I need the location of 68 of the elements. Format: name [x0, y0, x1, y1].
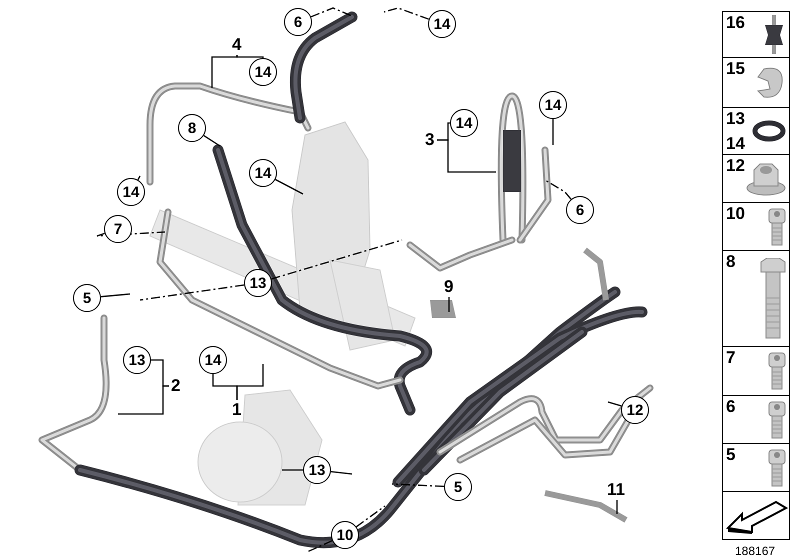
part-number: 7 — [726, 349, 736, 366]
callout-number: 14 — [539, 91, 567, 119]
part-number: 1 — [232, 401, 242, 418]
part-cell — [722, 443, 790, 492]
callout-number: 6 — [566, 196, 594, 224]
leader-line — [306, 540, 332, 553]
leader-line — [356, 505, 386, 528]
part-number: 12 — [726, 157, 745, 174]
leader-line — [236, 364, 264, 400]
part-number: 9 — [444, 278, 454, 295]
part-number: 3 — [425, 131, 434, 148]
callout-number: 13 — [303, 456, 331, 484]
leader-line — [282, 469, 303, 471]
leader-line — [203, 135, 220, 147]
leader-line — [608, 401, 622, 407]
leader-line — [140, 284, 244, 301]
part-number: 13 — [726, 110, 745, 127]
leader-line — [544, 179, 572, 200]
leader-line — [271, 239, 402, 280]
leader-line — [236, 55, 264, 58]
leader-line — [616, 500, 618, 514]
part-number: 6 — [726, 398, 736, 415]
part-number: 11 — [607, 481, 625, 498]
leader-line — [392, 483, 444, 488]
figure-number: 188167 — [735, 543, 776, 560]
callout-number: 5 — [444, 473, 472, 501]
part-cell — [722, 107, 790, 155]
leader-line — [211, 55, 238, 88]
leader-line — [448, 297, 450, 312]
leader-line — [330, 470, 352, 475]
callout-number: 14 — [249, 159, 277, 187]
part-number: 8 — [726, 253, 736, 270]
callout-number: 8 — [178, 114, 206, 142]
callout-number: 6 — [284, 8, 312, 36]
callout-number: 10 — [331, 521, 359, 549]
leader-line — [275, 178, 304, 195]
callout-number: 14 — [199, 346, 227, 374]
callout-number: 14 — [450, 109, 478, 137]
part-cell — [722, 57, 790, 108]
part-cell — [722, 11, 790, 58]
leader-line — [118, 385, 169, 415]
part-number: 15 — [726, 60, 745, 77]
part-number: 16 — [726, 14, 745, 31]
part-number: 14 — [726, 135, 745, 152]
callout-number: 14 — [249, 58, 277, 86]
part-cell — [722, 154, 790, 203]
callout-number: 13 — [244, 269, 272, 297]
part-number: 10 — [726, 205, 745, 222]
leader-line — [437, 139, 496, 173]
callout-number: 13 — [123, 346, 151, 374]
part-number: 4 — [232, 36, 242, 53]
callout-number: 5 — [73, 284, 101, 312]
callout-number: 14 — [117, 178, 145, 206]
part-number: 5 — [726, 446, 736, 463]
callout-number: 14 — [428, 10, 456, 38]
part-cell — [722, 395, 790, 444]
leader-line — [384, 7, 430, 20]
leader-line — [100, 293, 130, 298]
part-cell — [722, 250, 790, 347]
callout-number: 7 — [104, 215, 132, 243]
callout-number: 12 — [621, 396, 649, 424]
part-number: 2 — [171, 377, 180, 394]
part-cell — [722, 491, 790, 540]
part-cell — [722, 202, 790, 251]
part-cell — [722, 346, 790, 396]
leader-line — [552, 119, 554, 145]
leader-line — [137, 176, 141, 180]
leader-line — [310, 7, 352, 18]
